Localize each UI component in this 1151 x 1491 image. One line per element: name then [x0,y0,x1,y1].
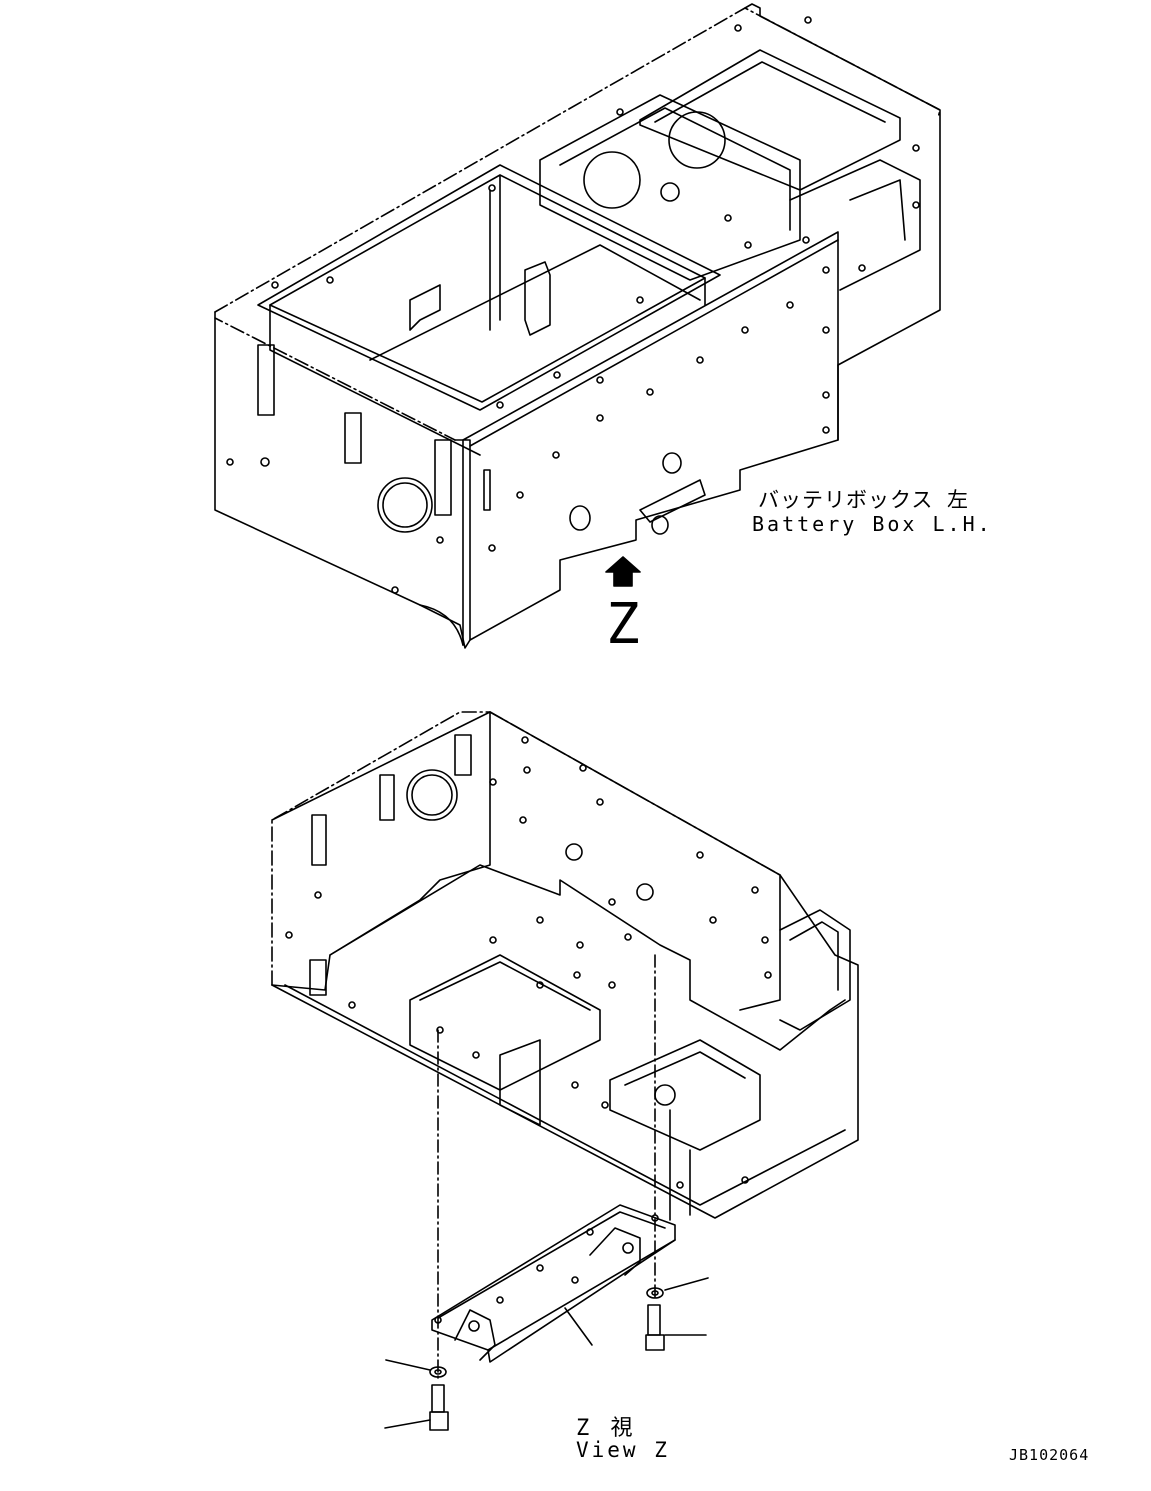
mounting-bracket [431,1204,676,1363]
drawing-number: JB102064 [1009,1446,1090,1464]
washer-left [385,1359,447,1378]
box-front-panel [462,231,839,641]
washer-right [646,1277,709,1299]
leader-bracket [564,1307,593,1346]
cable-hole [583,151,641,209]
front-slot [483,469,491,511]
bolt-holes-lower [285,736,772,1189]
bolt-holes-upper [226,16,920,594]
box-left-panel [214,317,471,649]
battery-box-upper-view [214,3,941,649]
box-side-panel [271,711,491,991]
part-name-japanese: バッテリボックス 左 [758,488,970,512]
part-name-english: Battery Box L.H. [752,512,993,536]
compartment-opening-1 [257,164,721,411]
view-caption-japanese: Z 視 [576,1416,637,1441]
battery-box-bottom-view [271,711,859,1381]
view-caption-english: View Z [576,1438,670,1462]
bolt-left [384,1384,449,1431]
compartment-opening-3 [639,49,901,191]
view-z-arrow [605,556,641,587]
view-arrow-letter: Z [606,592,640,657]
bottom-access-hole [406,769,458,821]
side-access-hole [377,477,433,533]
box-bottom-plate [271,874,859,1219]
compartment-opening-2 [539,94,801,281]
bolt-right [645,1304,707,1351]
